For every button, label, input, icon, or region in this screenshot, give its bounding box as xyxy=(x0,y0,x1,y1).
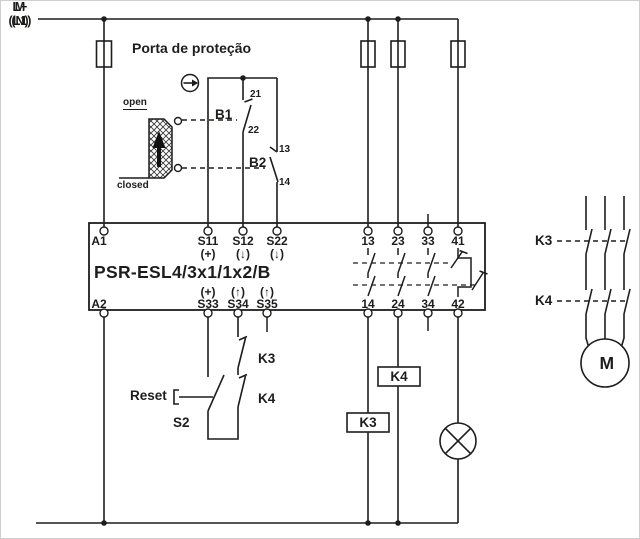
k3-coil-box xyxy=(346,412,390,433)
door-pivot-open xyxy=(173,116,183,126)
supply-positive-label: L+ (L1) xyxy=(1,1,39,28)
terminal-s12-symbol: (↓) xyxy=(236,247,250,261)
b1-nc-tick xyxy=(244,98,253,103)
contactor-k3-label: K3 xyxy=(535,233,553,248)
actuation-direction-icon xyxy=(180,73,200,93)
k4-contact-label: K4 xyxy=(258,391,276,406)
terminal-s11-symbol: (+) xyxy=(200,247,216,261)
terminal-s11-label: S11 xyxy=(197,234,219,248)
b1-terminal-21: 21 xyxy=(250,89,262,100)
phase-line-2 xyxy=(604,196,612,339)
motor-label: M xyxy=(599,353,615,373)
m-label: M xyxy=(14,0,26,14)
l-plus-label: L+ xyxy=(12,0,28,14)
door-linkage-dashed xyxy=(182,119,265,169)
terminal-23-label: 23 xyxy=(391,234,405,248)
fuse-icon xyxy=(95,40,113,68)
phase-line-3 xyxy=(620,196,631,347)
s11-wire xyxy=(207,77,277,227)
terminal-s22-symbol: (↓) xyxy=(270,247,284,261)
terminal-42-label: 42 xyxy=(451,297,465,311)
output-circuit xyxy=(346,317,477,523)
terminal-s33-symbol: (+) xyxy=(200,285,216,299)
terminal-a1-label: A1 xyxy=(91,234,107,248)
fuse-icon xyxy=(360,40,376,68)
k3-contact-label: K3 xyxy=(258,351,276,366)
switch-b2-label: B2 xyxy=(249,155,267,170)
supply-neutral-label: M (N) xyxy=(1,1,39,28)
terminal-24-label: 24 xyxy=(391,297,405,311)
terminal-s34-symbol: (↑) xyxy=(231,285,245,299)
terminal-13-label: 13 xyxy=(361,234,375,248)
door-open-label: open xyxy=(123,97,147,110)
reset-actuator xyxy=(173,389,213,405)
terminal-s34-label: S34 xyxy=(227,297,249,311)
motor-branch xyxy=(580,196,631,388)
door-closed-label: closed xyxy=(117,180,149,191)
reset-feedback-circuit xyxy=(173,317,248,440)
relay-module-box xyxy=(88,222,486,311)
s2-button-blade xyxy=(207,374,225,412)
terminal-41-label: 41 xyxy=(451,234,465,248)
contactor-k4-label: K4 xyxy=(535,293,553,308)
b2-no-blade xyxy=(269,156,279,183)
relay-contact-linkage-dashed xyxy=(353,262,477,286)
relay-internal-contacts xyxy=(266,214,488,332)
door-title: Porta de proteção xyxy=(132,40,252,56)
terminal-a2-label: A2 xyxy=(91,297,107,311)
b2-no-tick xyxy=(269,146,278,153)
terminal-s35-symbol: (↑) xyxy=(260,285,274,299)
k3-coil-label: K3 xyxy=(359,415,377,430)
l1-label: (L1) xyxy=(8,14,32,29)
terminal-s12-label: S12 xyxy=(232,234,254,248)
fuse-icon xyxy=(450,40,466,68)
terminal-circles xyxy=(99,226,463,318)
motor-circle xyxy=(580,338,630,388)
door-switch-circuit xyxy=(207,77,279,227)
b1-nc-blade xyxy=(242,104,252,133)
b2-terminal-14: 14 xyxy=(279,177,291,188)
door-pivot-closed xyxy=(173,163,183,173)
relay-title: PSR-ESL4/3x1/1x2/B xyxy=(94,262,271,282)
switch-b1-label: B1 xyxy=(215,107,233,122)
terminal-s22-label: S22 xyxy=(266,234,288,248)
b1-terminal-22: 22 xyxy=(248,125,260,136)
contact-41-42-frame xyxy=(457,248,472,297)
fuse-icon xyxy=(390,40,406,68)
k4-coil-box xyxy=(377,366,421,387)
s2-button-label: S2 xyxy=(173,415,190,430)
contactor-linkage-dashed xyxy=(557,240,625,302)
door-arrow-up-icon xyxy=(152,131,166,167)
terminal-34-label: 34 xyxy=(421,297,435,311)
terminal-s33-label: S33 xyxy=(197,297,219,311)
terminal-s35-label: S35 xyxy=(256,297,278,311)
loop-bottom-wire xyxy=(207,407,239,440)
phase-line-1 xyxy=(585,196,593,347)
indicator-lamp-icon xyxy=(439,422,477,460)
terminal-14-label: 14 xyxy=(361,297,375,311)
contact-41-42-lower-blade xyxy=(471,270,488,291)
n-label: (N) xyxy=(11,14,29,29)
door-symbol xyxy=(119,116,183,179)
k4-nc-contact xyxy=(237,373,248,408)
k3-nc-contact xyxy=(237,335,248,369)
k4-coil-label: K4 xyxy=(390,369,408,384)
terminal-33-label: 33 xyxy=(421,234,435,248)
b2-terminal-13: 13 xyxy=(279,144,291,155)
reset-label: Reset xyxy=(130,388,167,403)
contact-41-42-upper-blade xyxy=(450,249,468,269)
supply-rails xyxy=(36,18,466,524)
